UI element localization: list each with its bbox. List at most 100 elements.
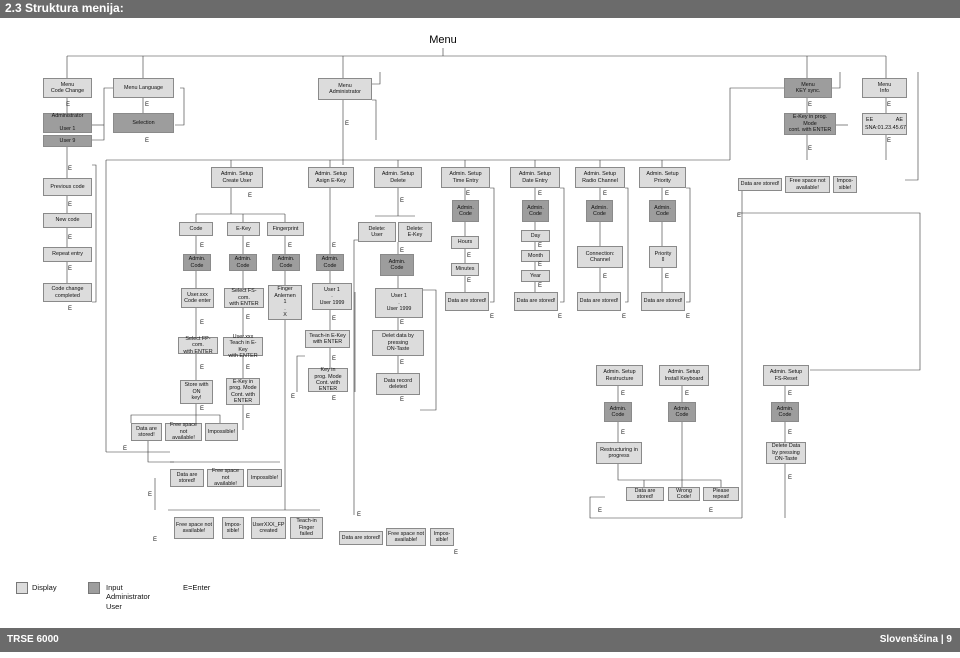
select-fs-box: Select FS-com. with ENTER xyxy=(224,288,264,308)
product-name: TRSE 6000 xyxy=(7,634,59,645)
enter-label: E xyxy=(709,508,714,514)
admin-code-box: Admin. Code xyxy=(586,200,613,222)
enter-label: E xyxy=(123,446,128,452)
impossible-box: Impos- sible! xyxy=(430,528,454,546)
admin-setup-radio-channel: Admin. Setup Radio Channel xyxy=(575,167,625,188)
enter-label: E xyxy=(291,394,296,400)
sna-label: SNA:01.23.45.67 xyxy=(865,125,907,131)
enter-label: E xyxy=(200,243,205,249)
legend-input-swatch xyxy=(88,582,100,594)
selection-box: Selection xyxy=(113,113,174,133)
enter-label: E xyxy=(400,198,405,204)
enter-label: E xyxy=(357,512,362,518)
impossible-box: Impossible! xyxy=(205,423,238,441)
data-stored-box: Data are stored! xyxy=(339,531,383,545)
enter-label: E xyxy=(332,316,337,322)
delete-ekey-box: Delete: E-Key xyxy=(398,222,432,242)
enter-label: E xyxy=(621,391,626,397)
new-code-box: New code xyxy=(43,213,92,228)
store-on-key-box: Store with ON key! xyxy=(180,380,213,404)
enter-label: E xyxy=(538,191,543,197)
connection-channel-box: Connection: Channel xyxy=(577,246,623,268)
data-stored-box: Data are stored! xyxy=(131,423,162,441)
enter-label: E xyxy=(665,274,670,280)
select-fp-box: Select FP-com. with ENTER xyxy=(178,336,218,355)
page-header: 2.3 Struktura menija: xyxy=(0,0,960,18)
free-space-box: Free space not available! xyxy=(785,176,830,193)
enter-label: E xyxy=(248,193,253,199)
enter-label: E xyxy=(622,314,627,320)
enter-label: E xyxy=(887,138,892,144)
legend-display: Display xyxy=(32,583,57,592)
enter-label: E xyxy=(246,315,251,321)
user9-box: User 9 xyxy=(43,135,92,147)
enter-label: E xyxy=(68,202,73,208)
priority-box: Priority ⇕ xyxy=(649,246,677,268)
admin-code-box: Admin. Code xyxy=(604,402,632,422)
enter-label: E xyxy=(68,235,73,241)
free-space-box: Free space not available! xyxy=(174,517,214,539)
data-stored-box: Data are stored! xyxy=(738,178,782,191)
admin-setup-fs-reset: Admin. Setup FS-Reset xyxy=(763,365,809,386)
admin-code-box: Admin. Code xyxy=(452,200,479,222)
enter-label: E xyxy=(332,396,337,402)
enter-label: E xyxy=(467,278,472,284)
restructuring-progress-box: Restructuring in progress xyxy=(596,442,642,464)
enter-label: E xyxy=(145,102,150,108)
ae-label: AE xyxy=(895,117,903,123)
key-prog-mode-box: Key in prog. Mode Cont. with ENTER xyxy=(308,367,348,392)
delete-data-box: Delete Data by pressing ON-Taste xyxy=(766,442,806,464)
enter-label: E xyxy=(558,314,563,320)
enter-label: E xyxy=(246,414,251,420)
enter-label: E xyxy=(737,213,742,219)
data-stored-box: Data are stored! xyxy=(626,487,664,501)
enter-label: E xyxy=(200,365,205,371)
hours-box: Hours xyxy=(451,236,479,249)
teach-in-failed-box: Teach-in Finger failed xyxy=(290,517,323,539)
enter-label: E xyxy=(66,102,71,108)
menu-administrator-box: Menu Administrator xyxy=(318,78,372,100)
enter-label: E xyxy=(788,475,793,481)
enter-label: E xyxy=(153,537,158,543)
data-stored-box: Data are stored! xyxy=(514,292,558,311)
user-teach-box: User.xxx Teach in E-Key with ENTER xyxy=(223,334,263,359)
year-box: Year xyxy=(521,270,550,282)
admin-code-box: Admin. Code xyxy=(649,200,676,222)
repeat-entry-box: Repeat entry xyxy=(43,247,92,262)
info-sna-box: EE AE SNA:01.23.45.67 xyxy=(862,113,907,135)
free-space-box: Free space not available! xyxy=(207,468,244,487)
enter-label: E xyxy=(788,430,793,436)
user-code-enter-box: User.xxx Code enter xyxy=(181,288,214,308)
free-space-box: Free space not available! xyxy=(386,528,426,546)
delete-user-box: Delete: User xyxy=(358,222,396,242)
legend-display-swatch xyxy=(16,582,28,594)
menu-language-box: Menu Language xyxy=(113,78,174,98)
code-box: Code xyxy=(179,222,213,236)
enter-label: E xyxy=(288,243,293,249)
page-number: Slovenščina | 9 xyxy=(879,634,952,645)
month-box: Month xyxy=(521,250,550,262)
delet-data-box: Delet data by pressing ON-Taste xyxy=(372,330,424,356)
enter-label: E xyxy=(887,102,892,108)
minutes-box: Minutes xyxy=(451,263,479,276)
enter-label: E xyxy=(490,314,495,320)
page-footer: TRSE 6000 Slovenščina | 9 xyxy=(0,628,960,652)
enter-label: E xyxy=(145,138,150,144)
finger-anlernen-box: Finger Anlernen 1 . X xyxy=(268,285,302,320)
fingerprint-box: Fingerprint xyxy=(267,222,304,236)
enter-label: E xyxy=(603,191,608,197)
enter-label: E xyxy=(538,262,543,268)
ekey-box: E-Key xyxy=(227,222,260,236)
administrator-user-box: Administrator User 1 xyxy=(43,113,92,133)
data-stored-box: Data are stored! xyxy=(577,292,621,311)
enter-label: E xyxy=(68,166,73,172)
enter-label: E xyxy=(246,243,251,249)
menu-key-sync-box: Menu KEY sync. xyxy=(784,78,832,98)
enter-label: E xyxy=(808,146,813,152)
enter-label: E xyxy=(332,243,337,249)
enter-label: E xyxy=(200,320,205,326)
userxxx-fp-created-box: UserXXX_FP created xyxy=(251,517,286,539)
legend-input: Input Administrator User xyxy=(106,583,151,611)
data-stored-box: Data are stored! xyxy=(641,292,685,311)
